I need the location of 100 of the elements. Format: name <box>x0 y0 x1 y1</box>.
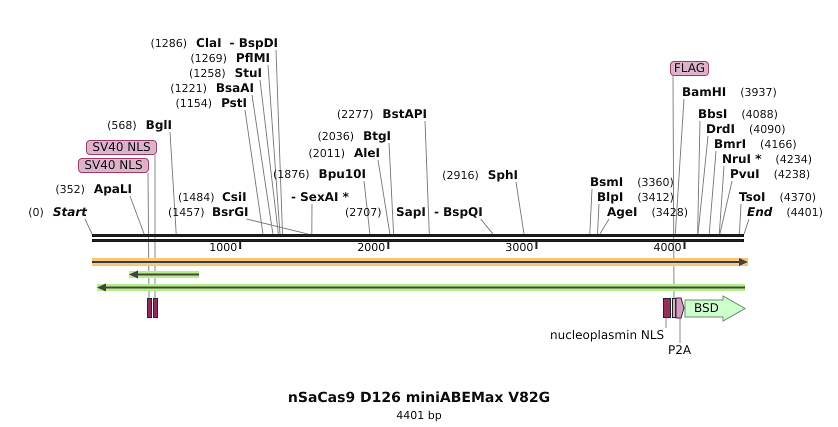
leader-line <box>252 94 274 234</box>
site-position: (1258) <box>189 67 226 80</box>
leader-line <box>718 166 724 234</box>
enzyme-name: BlpI <box>597 190 624 204</box>
leader-line <box>388 142 394 234</box>
enzyme-name: TsoI <box>739 190 766 204</box>
leader-line <box>260 80 279 234</box>
leader-line <box>744 218 750 234</box>
leader-line <box>276 50 283 234</box>
feature-label: SV40 NLS <box>78 158 149 173</box>
site-position: (1221) <box>170 82 207 95</box>
site-position: (3428) <box>651 206 688 219</box>
leader-line <box>738 204 742 234</box>
enzyme-name: BsaAI <box>216 81 254 95</box>
enzyme-name: NruI * <box>722 152 762 166</box>
scale-label: 1000 <box>209 241 238 254</box>
enzyme-name: CsiI <box>222 190 247 204</box>
enzyme-name: AgeI <box>607 205 638 219</box>
leader-line <box>268 64 280 234</box>
site-position: (2036) <box>317 130 354 143</box>
enzyme-name: - SexAI * <box>291 190 349 204</box>
leader-line <box>599 218 610 234</box>
site-position: (3360) <box>637 176 674 189</box>
enzyme-name: - BspDI <box>230 36 278 50</box>
site-position: (352) <box>55 183 85 196</box>
site-position: (4088) <box>741 108 778 121</box>
feature-block <box>663 298 671 318</box>
site-position: (2707) <box>345 206 382 219</box>
enzyme-name: ClaI <box>196 36 222 50</box>
site-position: (3412) <box>637 191 674 204</box>
leader-line <box>719 180 732 234</box>
scale-label: 2000 <box>357 241 386 254</box>
site-position: (4166) <box>760 138 797 151</box>
leader-line <box>424 120 430 234</box>
site-position: (1876) <box>272 168 310 181</box>
site-position: (2916) <box>442 169 479 182</box>
scale-label: 4000 <box>654 241 682 254</box>
leader-line <box>130 196 145 234</box>
leader-line <box>311 204 312 234</box>
site-position: (1457) <box>168 206 205 219</box>
site-position: (0) <box>28 206 44 219</box>
site-position: (4401) <box>786 206 823 219</box>
feature-track <box>92 257 748 267</box>
leader-line <box>378 160 390 234</box>
enzyme-name: BbsI <box>698 107 728 121</box>
site-position: (568) <box>107 119 137 132</box>
enzyme-name: - BspQI <box>434 205 483 219</box>
enzyme-name: BstAPI <box>382 107 427 121</box>
enzyme-name: BamHI <box>682 85 726 99</box>
enzyme-name: StuI <box>234 66 262 80</box>
site-position: (4238) <box>774 168 810 181</box>
feature-label: FLAG <box>670 61 709 76</box>
site-position: (3937) <box>740 86 777 99</box>
enzyme-name: PvuI <box>730 167 760 181</box>
feature-name: nucleoplasmin NLS <box>550 328 664 342</box>
feature-block <box>153 298 158 318</box>
enzyme-name: SphI <box>488 168 518 182</box>
site-position: (2011) <box>308 147 345 160</box>
enzyme-name: BsrGI <box>212 205 249 219</box>
enzyme-name: AleI <box>354 146 380 160</box>
site-position: (2277) <box>336 108 374 121</box>
sequence-backbone <box>92 234 744 242</box>
enzyme-name: BmrI <box>714 137 746 151</box>
leader-line <box>597 204 600 234</box>
site-position: (1154) <box>175 97 212 110</box>
leader-line <box>364 180 370 234</box>
leader-line <box>244 110 264 234</box>
leader-line <box>154 154 156 298</box>
feature-track <box>97 283 745 292</box>
enzyme-name: BsmI <box>590 175 624 189</box>
leader-line <box>672 76 674 298</box>
leader-line <box>516 182 524 234</box>
feature-name: P2A <box>668 343 692 357</box>
enzyme-name: SapI <box>396 205 426 219</box>
leader-line <box>674 98 684 234</box>
site-position: (4370) <box>779 191 816 204</box>
site-position: (4090) <box>748 123 786 136</box>
leader-line <box>698 136 708 234</box>
feature-block <box>147 298 152 318</box>
enzyme-name: DrdI <box>706 122 735 136</box>
leader-line <box>697 120 700 234</box>
feature-label: SV40 NLS <box>86 140 157 155</box>
feature-track <box>129 270 199 279</box>
leader-line <box>589 188 592 234</box>
site-position: (1286) <box>150 37 188 50</box>
enzyme-name: BtgI <box>363 129 391 143</box>
leader-line <box>708 150 716 234</box>
site-position: (1269) <box>190 52 227 65</box>
enzyme-name: PstI <box>221 96 247 110</box>
enzyme-name: BglI <box>146 118 172 132</box>
scale-label: 3000 <box>505 241 534 254</box>
gene-name: BSD <box>694 301 719 315</box>
leader-line <box>84 218 92 234</box>
sequence-length: 4401 bp <box>396 409 442 422</box>
site-position: (1484) <box>178 191 215 204</box>
map-title: nSaCas9 D126 miniABEMax V82G <box>288 390 550 406</box>
leader-line <box>480 218 494 234</box>
leader-line <box>170 132 177 234</box>
site-position: (4234) <box>775 153 812 166</box>
sequence-end-label: End <box>747 205 772 219</box>
